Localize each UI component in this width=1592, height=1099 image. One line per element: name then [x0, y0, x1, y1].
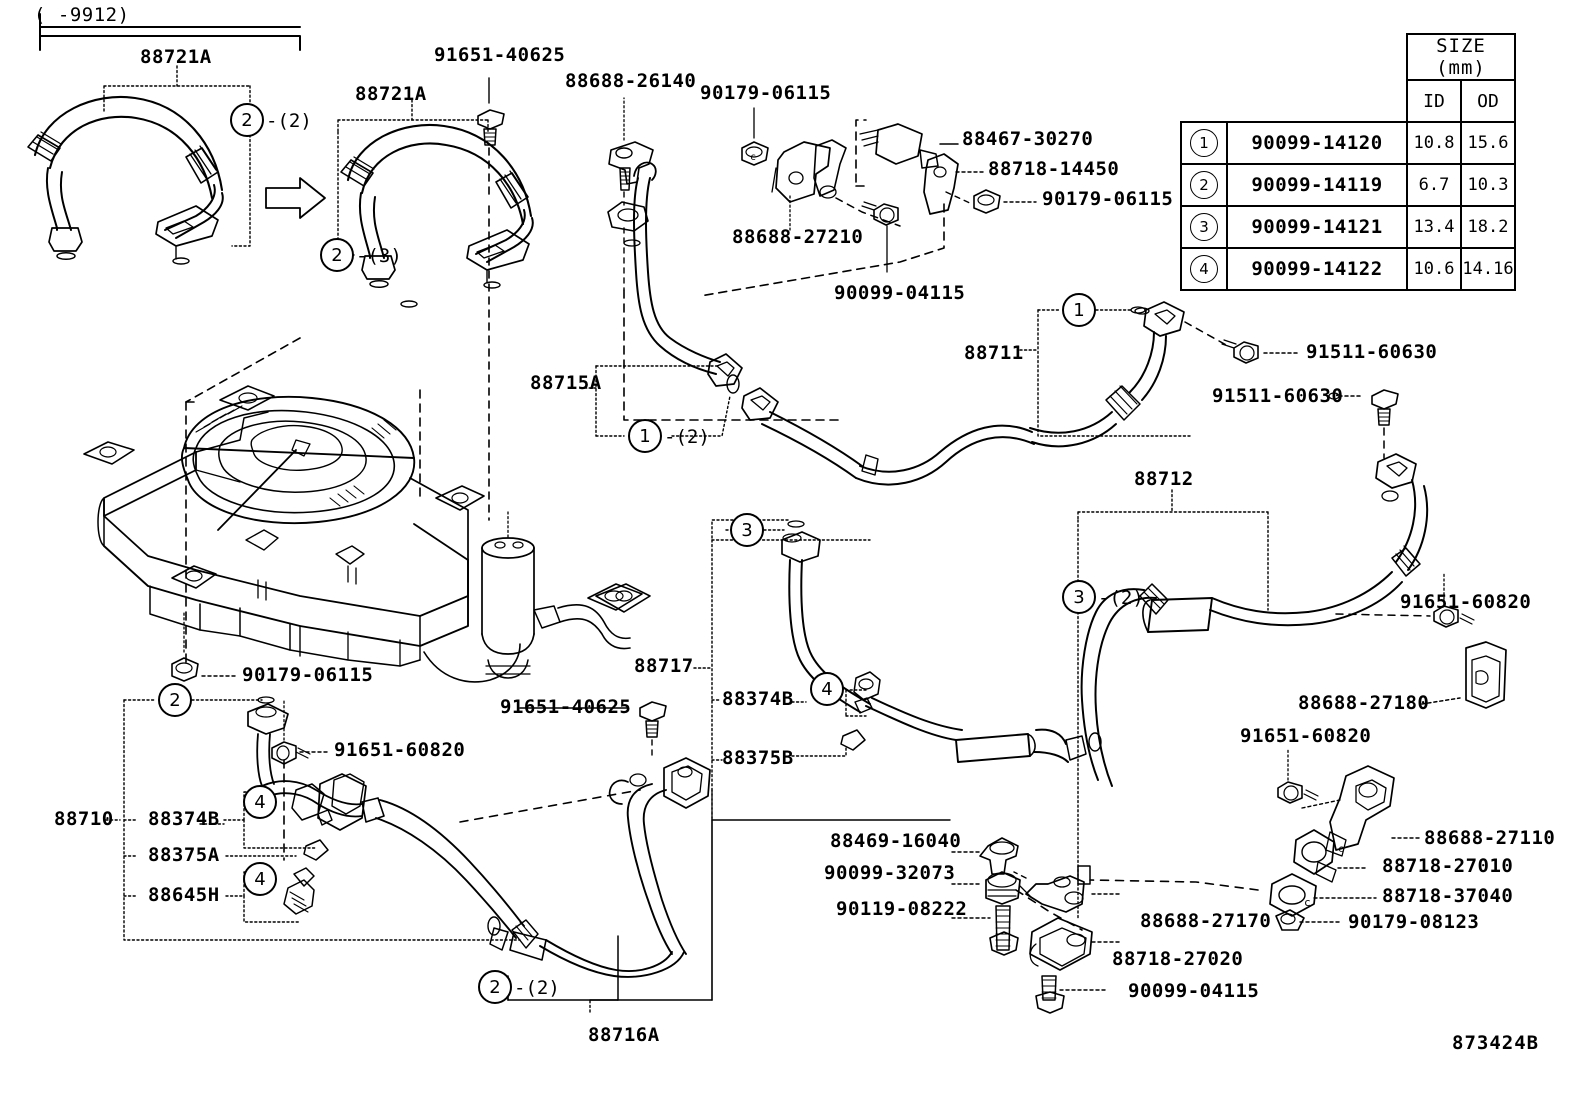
callout-marker-3-a: 3 — [730, 513, 764, 547]
size-table-id-2: 6.7 — [1406, 163, 1462, 207]
size-table-header-size: SIZE (mm) — [1406, 33, 1516, 81]
label-88688-27210: 88688-27210 — [732, 226, 864, 248]
size-table-corner-blank-2 — [1227, 34, 1407, 80]
label-88721A-left: 88721A — [140, 46, 212, 68]
label-88721A-right: 88721A — [355, 83, 427, 105]
size-table-index-1: 1 — [1180, 121, 1228, 165]
callout-marker-4-a: 4 — [810, 672, 844, 706]
label-88467-30270: 88467-30270 — [962, 128, 1094, 150]
label-90099-04115-bottom: 90099-04115 — [1128, 980, 1260, 1002]
label-91511-60630-a: 91511-60630 — [1306, 341, 1438, 363]
table-row: 4 90099-14122 10.6 14.16 — [1180, 247, 1516, 291]
label-88374B-mid: 88374B — [722, 688, 794, 710]
size-table-index-2: 2 — [1180, 163, 1228, 207]
label-90179-06115-left: 90179-06115 — [242, 664, 374, 686]
table-row: 1 90099-14120 10.8 15.6 — [1180, 121, 1516, 165]
label-88688-27180: 88688-27180 — [1298, 692, 1430, 714]
table-row: 2 90099-14119 6.7 10.3 — [1180, 163, 1516, 207]
callout-marker-4-b: 4 — [243, 785, 277, 819]
label-88712: 88712 — [1134, 468, 1194, 490]
size-table-header-od: OD — [1460, 79, 1516, 123]
table-row: 3 90099-14121 13.4 18.2 — [1180, 205, 1516, 249]
label-91651-60820-right: 91651-60820 — [1400, 591, 1532, 613]
label-90099-32073: 90099-32073 — [824, 862, 956, 884]
label-88717: 88717 — [634, 655, 694, 677]
label-88688-27110: 88688-27110 — [1424, 827, 1556, 849]
label-88716A: 88716A — [588, 1024, 660, 1046]
callout-marker-2-c: 2 — [158, 683, 192, 717]
callout-marker-1-b: 1 — [628, 419, 662, 453]
label-88711: 88711 — [964, 342, 1024, 364]
callout-qty-1-b: -(2) — [664, 426, 710, 448]
label-88718-27020: 88718-27020 — [1112, 948, 1244, 970]
callout-qty-3-b: -(2) — [1098, 587, 1144, 609]
label-88715A: 88715A — [530, 372, 602, 394]
label-88645H: 88645H — [148, 884, 220, 906]
label-88718-14450: 88718-14450 — [988, 158, 1120, 180]
date-note-label: ( -9912) — [34, 4, 130, 26]
size-table-header-row-2: ID OD — [1181, 79, 1516, 123]
size-table-id-1: 10.8 — [1406, 121, 1462, 165]
label-88710: 88710 — [54, 808, 114, 830]
label-91651-40625-top: 91651-40625 — [434, 44, 566, 66]
size-table-index-4: 4 — [1180, 247, 1228, 291]
label-90179-06115-top: 90179-06115 — [700, 82, 832, 104]
label-90179-06115-right: 90179-06115 — [1042, 188, 1174, 210]
callout-marker-2-d: 2 — [478, 970, 512, 1004]
label-88688-27170: 88688-27170 — [1140, 910, 1272, 932]
size-table-circle-4: 4 — [1190, 255, 1218, 283]
label-88718-37040: 88718-37040 — [1382, 885, 1514, 907]
svg-text:c: c — [1338, 844, 1344, 855]
size-table-circle-1: 1 — [1190, 129, 1218, 157]
size-table-header-id: ID — [1406, 79, 1462, 123]
callout-qty-2-b: -(3) — [356, 245, 402, 267]
size-table-header-row-1: SIZE (mm) — [1181, 33, 1516, 81]
size-table-index-3: 3 — [1180, 205, 1228, 249]
label-91651-40625-bottom: 91651-40625 — [500, 696, 632, 718]
size-table-part-3: 90099-14121 — [1226, 205, 1408, 249]
size-table-blank-3 — [1181, 80, 1227, 122]
size-table-circle-3: 3 — [1190, 213, 1218, 241]
label-91651-60820-bottom: 91651-60820 — [1240, 725, 1372, 747]
callout-qty-2-d: -(2) — [514, 977, 560, 999]
label-88688-26140: 88688-26140 — [565, 70, 697, 92]
label-90119-08222: 90119-08222 — [836, 898, 968, 920]
size-table-od-1: 15.6 — [1460, 121, 1516, 165]
callout-marker-1-a: 1 — [1062, 293, 1096, 327]
label-88718-27010: 88718-27010 — [1382, 855, 1514, 877]
diagram-number: 873424B — [1452, 1032, 1540, 1054]
label-91511-60630-b: 91511-60630 — [1212, 385, 1344, 407]
callout-qty-2-a: -(2) — [266, 110, 312, 132]
size-table-part-2: 90099-14119 — [1226, 163, 1408, 207]
callout-marker-3-b: 3 — [1062, 580, 1096, 614]
label-88469-16040: 88469-16040 — [830, 830, 962, 852]
label-88375B: 88375B — [722, 747, 794, 769]
size-table-id-4: 10.6 — [1406, 247, 1462, 291]
size-table-corner-blank — [1181, 34, 1227, 80]
size-table-od-3: 18.2 — [1460, 205, 1516, 249]
size-table-part-1: 90099-14120 — [1226, 121, 1408, 165]
size-table-od-2: 10.3 — [1460, 163, 1516, 207]
callout-marker-2-b: 2 — [320, 238, 354, 272]
label-88375A: 88375A — [148, 844, 220, 866]
label-88374B-left: 88374B — [148, 808, 220, 830]
label-90099-04115-top: 90099-04115 — [834, 282, 966, 304]
label-91651-60820-left: 91651-60820 — [334, 739, 466, 761]
callout-marker-4-c: 4 — [243, 862, 277, 896]
svg-text:c: c — [750, 152, 756, 163]
size-table-circle-2: 2 — [1190, 171, 1218, 199]
size-table-od-4: 14.16 — [1460, 247, 1516, 291]
svg-text:c: c — [1304, 896, 1311, 909]
size-table: SIZE (mm) ID OD 1 90099-14120 10.8 15.6 … — [1180, 33, 1516, 291]
label-90179-08123: 90179-08123 — [1348, 911, 1480, 933]
size-table-blank-4 — [1227, 80, 1407, 122]
size-table-id-3: 13.4 — [1406, 205, 1462, 249]
callout-marker-2-a: 2 — [230, 103, 264, 137]
size-table-part-4: 90099-14122 — [1226, 247, 1408, 291]
